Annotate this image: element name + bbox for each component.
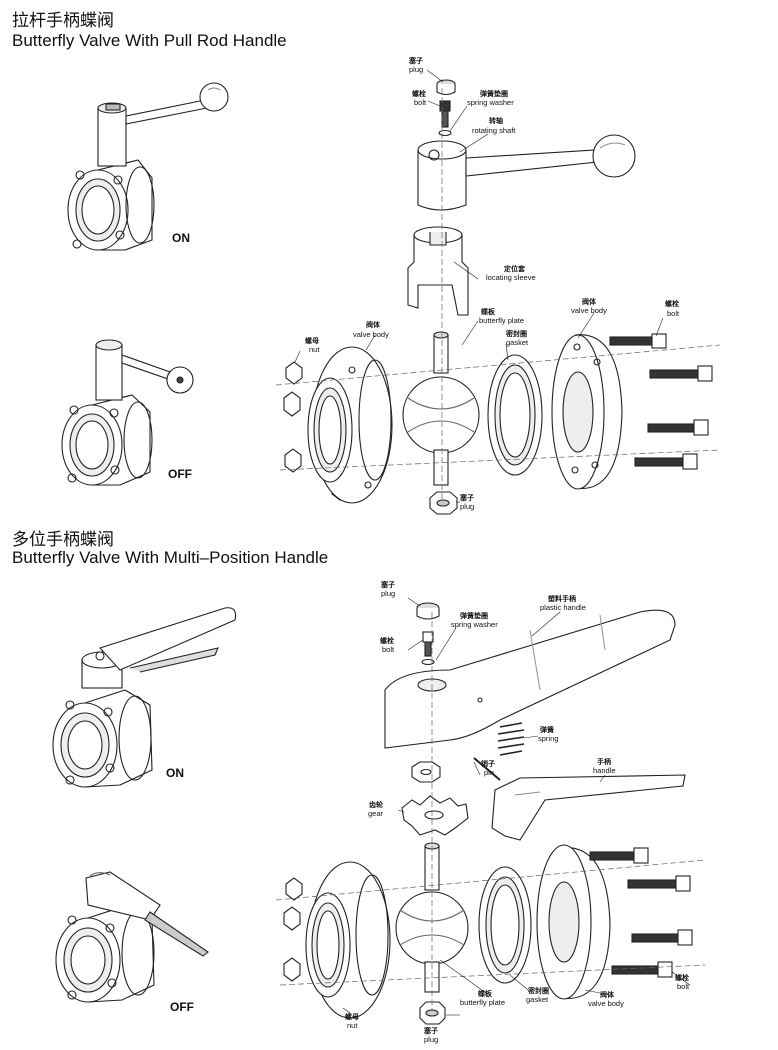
label2-gasket-cn: 密封圈: [528, 986, 549, 995]
label-valve-body-right-en: valve body: [571, 306, 607, 315]
section1-title-en: Butterfly Valve With Pull Rod Handle: [12, 31, 287, 50]
label-valve-body-left-cn: 阀体: [366, 320, 381, 329]
bolts-right-part: [609, 333, 713, 470]
label-rotating-shaft-cn: 转轴: [489, 116, 503, 125]
label-bolt-top-cn: 螺栓: [412, 89, 426, 98]
section2-state-off: OFF: [170, 1000, 194, 1014]
label2-plastic-handle-cn: 塑料手柄: [548, 594, 576, 603]
label2-plug-top-en: plug: [381, 589, 395, 598]
label2-spring-en: spring: [538, 734, 558, 743]
label2-plug-bottom-cn: 塞子: [424, 1026, 438, 1035]
label2-bolt-top-cn: 螺栓: [380, 636, 394, 645]
butterfly-plate-part: [402, 331, 480, 486]
label2-nut-cn: 螺母: [345, 1012, 359, 1021]
label2-bolt-top-en: bolt: [382, 645, 395, 654]
label2-gasket-en: gasket: [526, 995, 549, 1004]
label-rotating-shaft-en: rotating shaft: [472, 126, 516, 135]
label-plug-bottom-1-cn: 塞子: [460, 493, 474, 502]
exploded-view-pull-rod: [275, 69, 721, 515]
label2-plug-top-cn: 塞子: [381, 580, 395, 589]
label2-plug-bottom-en: plug: [424, 1035, 438, 1044]
label-bolt-top-en: bolt: [414, 98, 427, 107]
label-butterfly-plate-1-en: butterfly plate: [479, 316, 524, 325]
gasket-part: [487, 354, 543, 476]
pull-rod-handle-part: [417, 134, 636, 211]
label2-spring-washer-cn: 弹簧垫圈: [460, 611, 488, 620]
lever-handle-part: [491, 774, 686, 841]
label-plug-top-cn: 塞子: [409, 56, 423, 65]
label2-bolt-right-en: bolt: [677, 982, 690, 991]
label-spring-washer-en: spring washer: [467, 98, 514, 107]
label2-valve-body-en: valve body: [588, 999, 624, 1008]
plug-top-part: [436, 79, 456, 96]
label-spring-washer-cn: 弹簧垫圈: [480, 89, 508, 98]
locating-sleeve-part: [407, 226, 469, 316]
label-nut-1-cn: 螺母: [305, 336, 319, 345]
spring-part: [497, 722, 525, 756]
label-valve-body-left-en: valve body: [353, 330, 389, 339]
label-plug-bottom-1-en: plug: [460, 502, 474, 511]
bolt-top-part-2: [421, 631, 435, 666]
label-locating-sleeve-en: locating sleeve: [486, 273, 536, 282]
label2-nut-en: nut: [347, 1021, 358, 1030]
label2-handle-cn: 手柄: [597, 757, 611, 766]
label-plug-top-en: plug: [409, 65, 423, 74]
label2-butterfly-plate-cn: 蝶板: [478, 989, 493, 998]
label2-spring-cn: 弹簧: [540, 725, 554, 734]
section1-state-off: OFF: [168, 467, 192, 481]
assembled-valve-pull-rod-on: [67, 82, 229, 251]
label2-gear-cn: 齿轮: [369, 800, 383, 809]
locating-nut-part: [411, 761, 441, 783]
label2-gear-en: gear: [368, 809, 384, 818]
assembled-valve-multi-position-on: [52, 607, 237, 788]
section1-state-on: ON: [172, 231, 190, 245]
gasket-part-2: [478, 866, 532, 984]
plug-bottom-part: [429, 491, 458, 515]
label-gasket-1-cn: 密封圈: [506, 329, 527, 338]
section2-title-cn: 多位手柄蝶阀: [12, 530, 114, 550]
label-butterfly-plate-1-cn: 蝶板: [481, 307, 496, 316]
bolts-right-part-2: [589, 847, 693, 978]
valve-body-left-part-2: [305, 861, 391, 1019]
pin-part: [473, 757, 501, 781]
assembled-valve-multi-position-off: [55, 871, 209, 1003]
label2-pin-en: pin: [484, 768, 494, 777]
label2-butterfly-plate-en: butterfly plate: [460, 998, 505, 1007]
label2-spring-washer-en: spring washer: [451, 620, 498, 629]
plug-top-part-2: [416, 602, 440, 620]
plastic-handle-part: [384, 609, 676, 749]
bolt-top-part: [438, 100, 452, 137]
label2-bolt-right-cn: 螺栓: [675, 973, 689, 982]
section2-title-en: Butterfly Valve With Multi–Position Hand…: [12, 548, 329, 567]
label-gasket-1-en: gasket: [506, 338, 529, 347]
label-bolt-right-1-cn: 螺栓: [665, 299, 679, 308]
valve-body-left-part: [307, 346, 393, 504]
assembled-valve-pull-rod-off: [61, 339, 194, 486]
section1-title-cn: 拉杆手柄蝶阀: [12, 11, 114, 31]
label2-pin-cn: 销子: [480, 759, 495, 768]
label-locating-sleeve-cn: 定位套: [504, 264, 526, 273]
plug-bottom-part-2: [419, 1001, 446, 1025]
label2-handle-en: handle: [593, 766, 616, 775]
label2-plastic-handle-en: plastic handle: [540, 603, 586, 612]
label-nut-1-en: nut: [309, 345, 320, 354]
section2-labels: 塞子 plug 螺栓 bolt 弹簧垫圈 spring washer 塑料手柄 …: [345, 580, 690, 1044]
section2-state-on: ON: [166, 766, 184, 780]
label-bolt-right-1-en: bolt: [667, 309, 680, 318]
label-valve-body-right-cn: 阀体: [582, 297, 597, 306]
section1-labels: 塞子 plug 螺栓 bolt 弹簧垫圈 spring washer 转轴 ro…: [305, 56, 680, 511]
label2-valve-body-cn: 阀体: [600, 990, 615, 999]
valve-body-right-part: [551, 334, 623, 490]
gear-part: [401, 795, 469, 836]
exploded-view-multi-position: [275, 597, 706, 1025]
valve-body-right-part-2: [536, 844, 611, 1000]
